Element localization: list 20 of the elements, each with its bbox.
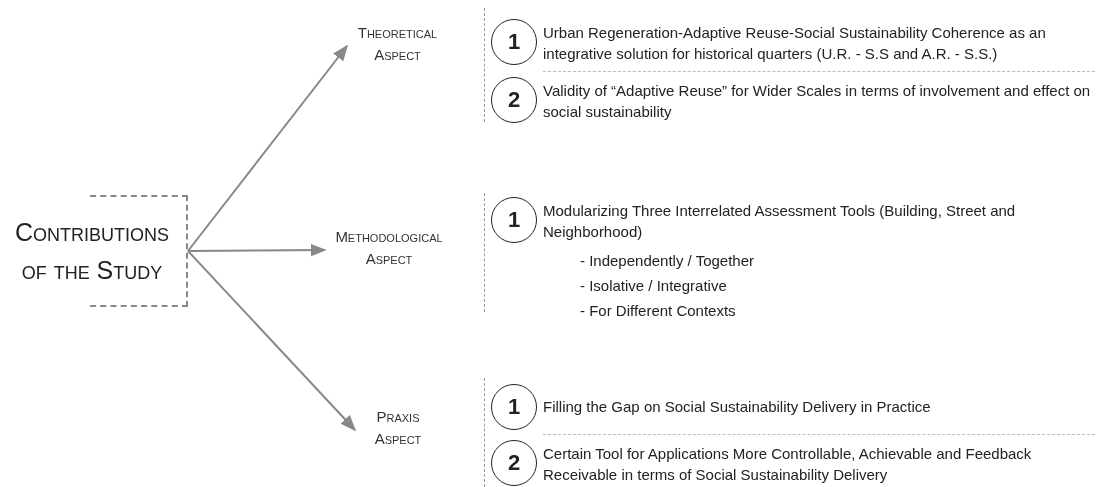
- number-circle: 1: [491, 19, 537, 65]
- item-description: Modularizing Three Interrelated Assessment Tools (Building, Street and Neighborhood): [543, 201, 1017, 242]
- arrow: [187, 250, 357, 432]
- bullet-item: - Independently / Together: [580, 251, 755, 271]
- arrow: [187, 44, 348, 252]
- item-description: Urban Regeneration-Adaptive Reuse-Social Sustainability Coherence as an integrative solution for historical quarters (U.R. - S.S and A.R. - S.S.): [543, 23, 1047, 64]
- aspect-label: Theoretical Aspect: [350, 22, 445, 66]
- bullet-item: - For Different Contexts: [580, 301, 736, 321]
- number-circle: 1: [491, 384, 537, 430]
- title-text: Contributions of the Study: [13, 217, 171, 286]
- arrow: [187, 243, 327, 257]
- bullet-item: - Isolative / Integrative: [580, 276, 727, 296]
- item-description: Filling the Gap on Social Sustainability Delivery in Practice: [543, 397, 932, 417]
- number-circle: 2: [491, 77, 537, 123]
- aspect-label: Praxis Aspect: [358, 406, 438, 450]
- item-description: Certain Tool for Applications More Controllable, Achievable and Feedback Receivable in terms of Social Sustainability Delivery: [543, 444, 1033, 485]
- item-description: Validity of “Adaptive Reuse” for Wider Scales in terms of involvement and effect on social sustainability: [543, 81, 1092, 122]
- number-circle: 2: [491, 440, 537, 486]
- aspect-label: Methodological Aspect: [328, 226, 450, 270]
- number-circle: 1: [491, 197, 537, 243]
